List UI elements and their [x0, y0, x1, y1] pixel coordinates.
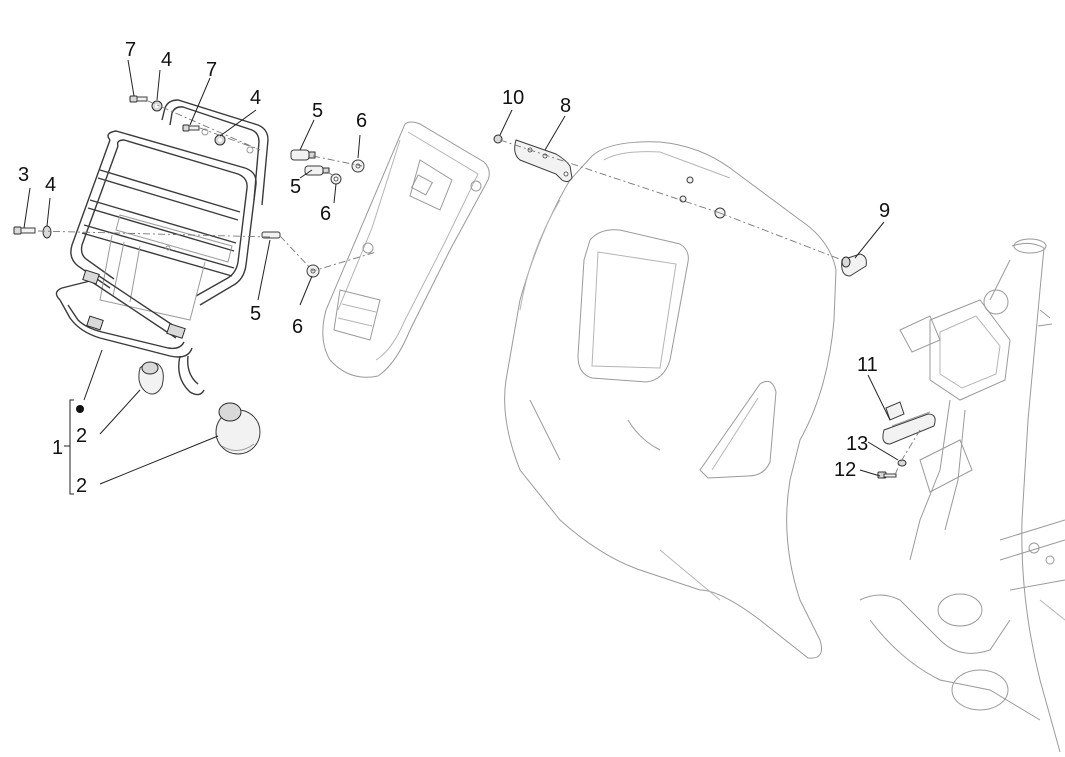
callout-2-lower: 2 [76, 475, 87, 497]
callout-5-mid: 5 [290, 176, 301, 198]
callout-11: 11 [857, 354, 878, 376]
bushing-9 [841, 253, 867, 277]
callout-2-upper: 2 [76, 425, 87, 447]
rubber-bumper-large [215, 402, 261, 455]
callout-13: 13 [846, 433, 868, 455]
callout-5-lower: 5 [250, 303, 261, 325]
spacer-5-lower [304, 165, 330, 176]
nut-10 [493, 134, 503, 144]
callout-4-left: 4 [45, 174, 56, 196]
screw-7-top [129, 95, 148, 103]
nut-4-mid [214, 134, 226, 146]
callout-8: 8 [560, 95, 571, 117]
nut-4-top [151, 100, 163, 112]
callout-1: 1 [52, 437, 63, 459]
assembly-axis-lines [37, 100, 921, 476]
rubber-bumper-small [138, 361, 164, 395]
washer-6-a [351, 159, 365, 173]
callout-labels: 7 4 7 4 5 6 5 6 5 6 3 4 10 8 9 11 13 12 … [18, 39, 890, 497]
callout-6-lower: 6 [292, 316, 303, 338]
callout-10: 10 [502, 87, 524, 109]
callout-6-mid: 6 [320, 203, 331, 225]
callout-7-mid: 7 [206, 59, 217, 81]
scooter-frame [859, 238, 1065, 753]
callout-3: 3 [18, 164, 29, 186]
callout-5-upper: 5 [312, 100, 323, 122]
kit-marker-dot [76, 405, 84, 413]
leader-lines [23, 59, 899, 495]
callout-4-mid: 4 [250, 87, 261, 109]
screw-12 [877, 471, 897, 479]
screw-3 [13, 226, 36, 235]
nut-4-left [42, 225, 52, 239]
callout-6-upper: 6 [356, 110, 367, 132]
washer-6-b [330, 173, 342, 185]
callout-4-top: 4 [161, 49, 172, 71]
clip-11 [882, 401, 936, 445]
spacer-5-upper [290, 149, 316, 161]
front-luggage-rack [55, 99, 269, 396]
callout-9: 9 [879, 200, 890, 222]
callout-12: 12 [834, 459, 856, 481]
front-cover-panel [322, 121, 490, 378]
callout-7-top: 7 [125, 39, 136, 61]
leg-shield [504, 141, 837, 659]
bracket-8 [514, 139, 573, 183]
screw-7-mid [182, 124, 200, 132]
